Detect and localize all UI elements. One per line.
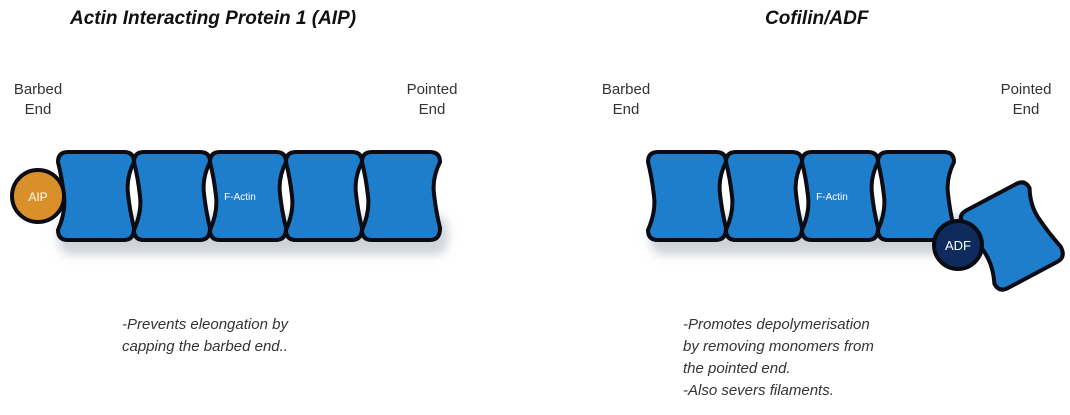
adf-protein-label: ADF: [945, 238, 971, 253]
actin-monomer: [283, 150, 365, 242]
aip-factin-label: F-Actin: [224, 192, 256, 203]
actin-monomer: [645, 150, 729, 242]
cofilin-filament: F-Actin ADF: [645, 150, 1065, 292]
actin-monomer: [55, 150, 137, 242]
cofilin-panel-title: Cofilin/ADF: [765, 8, 869, 29]
detached-actin-monomer: [958, 180, 1065, 292]
actin-monomer: [723, 150, 805, 242]
cofilin-caption: -Promotes depolymerisation by removing m…: [683, 316, 874, 399]
actin-monomer: [359, 150, 443, 242]
cofilin-pointed-end-label: Pointed End: [1000, 81, 1052, 118]
aip-filament: F-Actin AIP: [10, 150, 448, 255]
cofilin-barbed-end-label: Barbed End: [601, 81, 651, 118]
aip-caption: -Prevents eleongation by capping the bar…: [122, 316, 288, 355]
aip-panel-title: Actin Interacting Protein 1 (AIP): [70, 8, 357, 29]
aip-protein-label: AIP: [28, 190, 47, 204]
cofilin-factin-label: F-Actin: [816, 192, 848, 203]
aip-protein-circle: [10, 168, 66, 224]
aip-pointed-end-label: Pointed End: [406, 81, 458, 118]
adf-protein-circle: [932, 219, 984, 271]
actin-monomer: [131, 150, 213, 242]
aip-barbed-end-label: Barbed End: [13, 81, 63, 118]
